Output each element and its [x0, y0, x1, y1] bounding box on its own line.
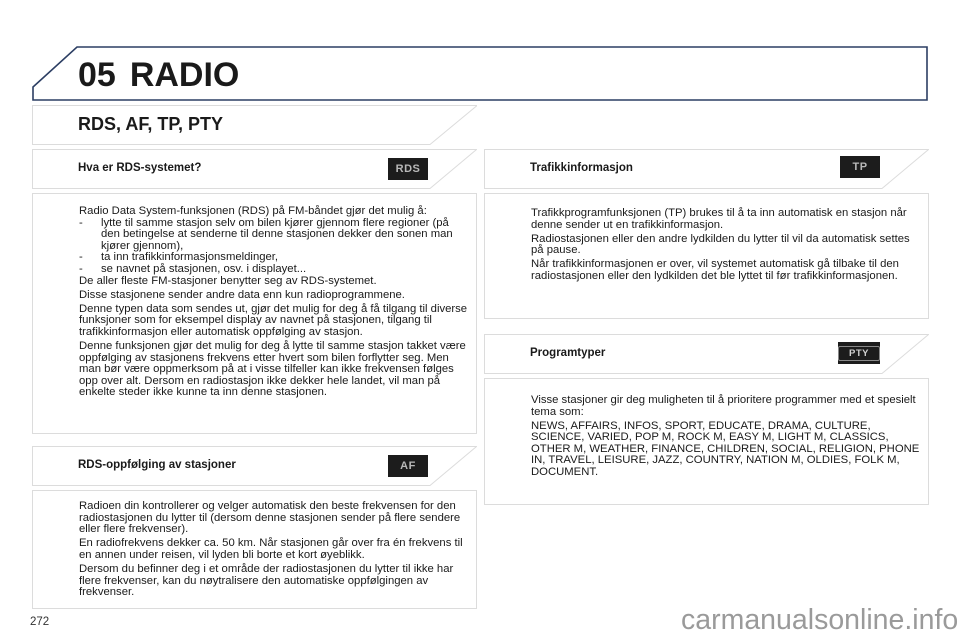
rds-intro: Radio Data System-funksjonen (RDS) på FM… [79, 205, 427, 217]
rds-bullet: -ta inn trafikkinformasjonsmeldinger, [79, 251, 279, 264]
section-title-frame [32, 105, 477, 145]
rds-heading: Hva er RDS-systemet? [78, 162, 202, 174]
tp-heading-box: Trafikkinformasjon TP [484, 149, 929, 189]
rds-paragraph: De aller fleste FM-stasjoner benytter se… [79, 274, 377, 287]
af-paragraph: En radiofrekvens dekker ca. 50 km. Når s… [79, 537, 463, 561]
af-badge-label: AF [400, 460, 416, 472]
tp-paragraph: Trafikkprogramfunksjonen (TP) brukes til… [531, 207, 907, 231]
rds-bullet: -se navnet på stasjonen, osv. i displaye… [79, 262, 307, 275]
tp-badge-label: TP [852, 161, 868, 173]
pty-heading-box: Programtyper PTY [484, 334, 929, 374]
af-heading-frame [32, 446, 477, 486]
tp-heading: Trafikkinformasjon [530, 162, 633, 174]
tp-paragraph: Radiostasjonen eller den andre lydkilden… [531, 232, 910, 257]
rds-badge-icon: RDS [388, 158, 428, 180]
section-title-box: RDS, AF, TP, PTY [32, 105, 477, 145]
rds-badge-label: RDS [395, 163, 421, 175]
rds-heading-frame [32, 149, 477, 189]
tp-badge-icon: TP [840, 156, 880, 178]
pty-program-list: NEWS, AFFAIRS, INFOS, SPORT, EDUCATE, DR… [531, 419, 920, 479]
section-title: RDS, AF, TP, PTY [78, 114, 224, 134]
tp-heading-frame [484, 149, 929, 189]
af-body-box: Radioen din kontrollerer og velger autom… [32, 490, 477, 609]
watermark: carmanualsonline.info [681, 604, 959, 636]
chapter-header: 05 RADIO [32, 46, 929, 101]
pty-heading: Programtyper [530, 347, 606, 359]
pty-body-text: Visse stasjoner gir deg muligheten til å… [531, 394, 924, 481]
page-number: 272 [30, 616, 50, 628]
rds-bullet: -lytte til samme stasjon selv om bilen k… [79, 216, 453, 252]
chapter-name: RADIO [129, 56, 240, 94]
tp-body-box: Trafikkprogramfunksjonen (TP) brukes til… [484, 193, 929, 319]
pty-heading-frame [484, 334, 929, 374]
pty-body-box: Visse stasjoner gir deg muligheten til å… [484, 378, 929, 505]
af-heading-box: RDS-oppfølging av stasjoner AF [32, 446, 477, 486]
chapter-title: 05 RADIO [78, 56, 239, 95]
rds-paragraph: Denne funksjonen gjør det mulig for deg … [79, 340, 466, 399]
tp-paragraph: Når trafikkinformasjonen er over, vil sy… [531, 258, 899, 282]
rds-paragraph: Denne typen data som sendes ut, gjør det… [79, 302, 468, 338]
rds-body-text: Radio Data System-funksjonen (RDS) på FM… [79, 205, 468, 402]
chapter-header-frame [32, 46, 928, 101]
af-paragraph: Radioen din kontrollerer og velger autom… [79, 500, 461, 536]
chapter-number: 05 [78, 56, 116, 94]
rds-heading-box: Hva er RDS-systemet? RDS [32, 149, 477, 189]
af-paragraph: Dersom du befinner deg i et område der r… [79, 562, 454, 599]
tp-body-text: Trafikkprogramfunksjonen (TP) brukes til… [531, 207, 920, 285]
pty-badge-icon: PTY [838, 342, 880, 364]
af-badge-icon: AF [388, 455, 428, 477]
rds-paragraph: Disse stasjonene sender andre data enn k… [79, 288, 405, 301]
af-body-text: Radioen din kontrollerer og velger autom… [79, 500, 468, 601]
pty-paragraph: Visse stasjoner gir deg muligheten til å… [531, 394, 916, 418]
af-heading: RDS-oppfølging av stasjoner [78, 459, 236, 471]
pty-badge-label: PTY [838, 345, 880, 361]
rds-body-box: Radio Data System-funksjonen (RDS) på FM… [32, 193, 477, 434]
